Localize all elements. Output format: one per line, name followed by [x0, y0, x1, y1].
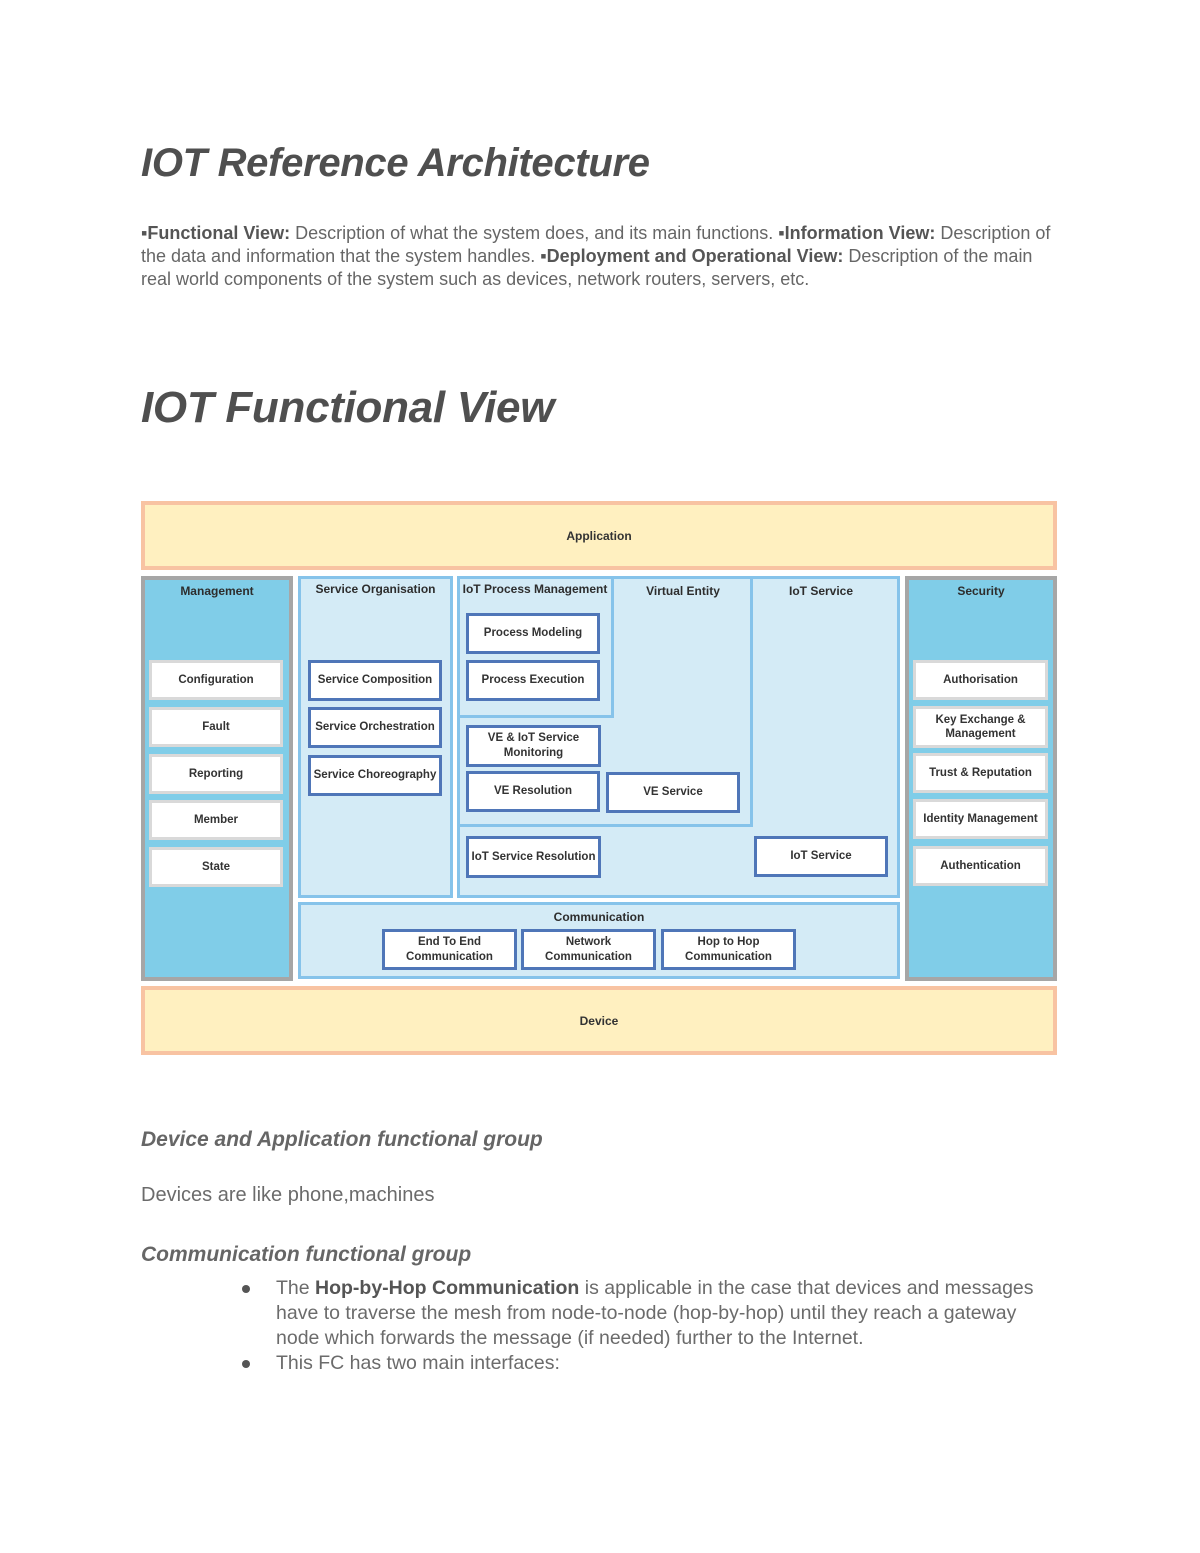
information-view-text: Description of the data and information … [141, 223, 1051, 266]
information-view-label: ▪Information View: [778, 223, 936, 243]
communication-group [298, 902, 900, 979]
security-item: Key Exchange & Management [913, 706, 1048, 748]
bullet-icon [242, 1360, 250, 1368]
service-org-item: Service Orchestration [308, 707, 442, 748]
deployment-view-label: ▪Deployment and Operational View: [540, 246, 844, 266]
service-organisation-group [298, 576, 453, 898]
process-management-title: IoT Process Management [462, 582, 608, 596]
management-item: Reporting [149, 754, 283, 794]
bullet-icon [242, 1285, 250, 1293]
communication-heading: Communication functional group [141, 1243, 472, 1266]
management-item: State [149, 847, 283, 887]
functional-view-label: ▪Functional View: [141, 223, 291, 243]
process-item: Process Modeling [466, 613, 600, 654]
communication-title: Communication [553, 910, 645, 924]
service-organisation-title: Service Organisation [315, 582, 436, 596]
communication-item: Hop to Hop Communication [661, 929, 796, 970]
application-label: Application [566, 528, 632, 543]
list-item: The Hop-by-Hop Communication is applicab… [240, 1276, 1060, 1351]
virtual-entity-title: Virtual Entity [646, 584, 720, 598]
service-org-item: Service Composition [308, 660, 442, 701]
management-title: Management [180, 584, 254, 598]
management-group [141, 576, 293, 981]
intro-paragraph: ▪Functional View: Description of what th… [141, 222, 1051, 291]
iot-service-item: IoT Service [754, 836, 888, 877]
security-group [905, 576, 1057, 981]
iot-service-group [457, 576, 900, 898]
security-item: Trust & Reputation [913, 753, 1048, 793]
virtual-entity-item: VE Service [606, 772, 740, 813]
devices-paragraph: Devices are like phone,machines [141, 1184, 435, 1206]
security-item: Authorisation [913, 660, 1048, 700]
iot-service-title: IoT Service [788, 584, 854, 598]
virtual-entity-group [457, 576, 753, 827]
deployment-view-text: Description of the main real world compo… [141, 246, 1033, 289]
device-application-heading: Device and Application functional group [141, 1128, 543, 1151]
hop-by-hop-term: Hop-by-Hop Communication [315, 1277, 580, 1299]
management-item: Member [149, 800, 283, 840]
security-item: Authentication [913, 846, 1048, 886]
virtual-entity-item: VE Resolution [466, 771, 600, 812]
management-item: Fault [149, 707, 283, 747]
functional-view-heading: IOT Functional View [141, 383, 555, 432]
virtual-entity-item: VE & IoT Service Monitoring [466, 725, 601, 767]
security-title: Security [957, 584, 1005, 598]
management-item: Configuration [149, 660, 283, 700]
functional-view-text: Description of what the system does, and… [290, 223, 779, 243]
process-management-group [457, 576, 614, 718]
device-label: Device [579, 1013, 619, 1028]
page-title: IOT Reference Architecture [141, 141, 650, 185]
application-band: Application [141, 501, 1057, 570]
communication-item: End To End Communication [382, 929, 517, 970]
iot-service-item: IoT Service Resolution [466, 836, 601, 878]
device-band: Device [141, 986, 1057, 1055]
communication-bullets: The Hop-by-Hop Communication is applicab… [240, 1276, 1060, 1376]
service-org-item: Service Choreography [308, 755, 442, 796]
process-item: Process Execution [466, 660, 600, 701]
communication-item: Network Communication [521, 929, 656, 970]
security-item: Identity Management [913, 799, 1048, 839]
list-item: This FC has two main interfaces: [240, 1351, 1060, 1376]
